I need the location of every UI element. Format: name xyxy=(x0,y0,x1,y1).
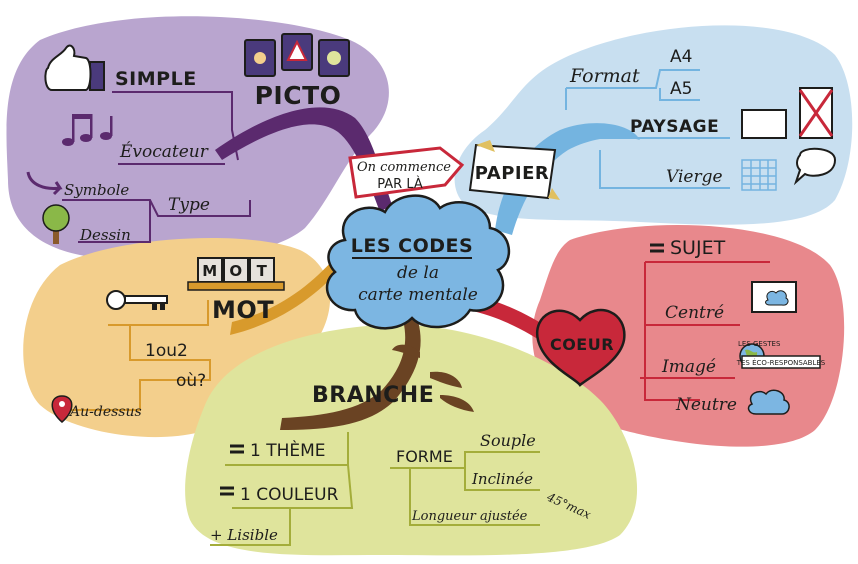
grid-icon xyxy=(741,159,777,191)
purple-branch xyxy=(215,107,392,212)
branche-inclinee: Inclinée xyxy=(471,470,533,488)
branche-longueur: Longueur ajustée xyxy=(411,509,528,524)
papier-group: PAPIER Format A4 A5 PAYSAGE Vierge xyxy=(468,47,837,200)
mot-ou: où? xyxy=(176,371,206,391)
coeur-centre: Centré xyxy=(665,303,724,323)
mot-tile-2: O xyxy=(229,262,242,280)
branche-souple: Souple xyxy=(480,431,536,450)
coeur-image: Imagé xyxy=(661,357,716,377)
branche-forme: FORME xyxy=(396,447,453,466)
neutral-cloud-icon xyxy=(747,389,790,415)
picto-title: PICTO xyxy=(255,81,342,110)
papier-format: Format xyxy=(569,65,640,87)
start-sign-line1: On commence xyxy=(357,160,451,175)
papier-vierge: Vierge xyxy=(666,167,723,187)
branche-zone xyxy=(185,324,638,556)
coeur-group: COEUR SUJET Centré Imagé LES GESTES TES … xyxy=(535,237,826,415)
papier-zone xyxy=(454,25,853,225)
portrait-crossed-icon xyxy=(798,87,834,139)
picto-symbole: Symbole xyxy=(64,181,129,199)
center-title: LES CODES xyxy=(351,235,473,257)
heart-icon xyxy=(535,308,626,387)
papier-a5: A5 xyxy=(670,79,692,99)
coeur-zone xyxy=(532,225,845,447)
mot-group: M O T MOT 1ou2 où? Au-dessus xyxy=(51,257,285,423)
papier-sign: PAPIER xyxy=(468,140,560,200)
mot-tile-1: M xyxy=(202,262,217,280)
brown-branch xyxy=(280,300,421,430)
picto-evocateur: Évocateur xyxy=(119,141,209,162)
orange-branch xyxy=(230,258,345,335)
papier-a4: A4 xyxy=(670,47,692,67)
picto-group: PICTO SIMPLE Évocateur Symbole Type xyxy=(26,33,350,244)
coeur-sujet: SUJET xyxy=(670,237,726,259)
branche-title: BRANCHE xyxy=(312,383,434,408)
start-sign: On commence PAR LÀ xyxy=(348,146,465,199)
equals-icon xyxy=(650,243,664,253)
papier-title: PAPIER xyxy=(475,163,550,184)
coeur-neutre: Neutre xyxy=(675,395,737,415)
music-notes-icon xyxy=(62,114,113,146)
tree-icon xyxy=(42,204,70,244)
equals-icon xyxy=(230,444,244,454)
mot-au-dessus: Au-dessus xyxy=(68,404,142,420)
branche-lisible: + Lisible xyxy=(210,526,278,544)
center-cloud: LES CODES de la carte mentale xyxy=(325,194,511,330)
mot-tiles-icon: M O T xyxy=(187,257,285,291)
branche-group: BRANCHE 1 THÈME 1 COULEUR + Lisible FORM… xyxy=(210,383,593,546)
map-pin-icon xyxy=(51,395,73,423)
arrow-icon xyxy=(26,171,63,196)
picto-type: Type xyxy=(168,195,210,215)
centered-cloud-icon xyxy=(751,281,797,313)
landscape-sheet-icon xyxy=(741,109,787,139)
key-icon xyxy=(106,290,168,310)
branche-theme: 1 THÈME xyxy=(250,439,326,461)
coeur-badge-top: LES GESTES xyxy=(738,340,781,348)
picto-cards-icon xyxy=(244,33,350,77)
coeur-title: COEUR xyxy=(550,335,614,354)
start-sign-line2: PAR LÀ xyxy=(377,176,423,192)
speech-bubble-icon xyxy=(793,147,837,186)
thumbs-up-icon xyxy=(44,44,105,91)
picto-simple: SIMPLE xyxy=(115,68,197,90)
mot-title: MOT xyxy=(212,296,274,324)
branche-couleur: 1 COULEUR xyxy=(240,485,339,505)
sprout-leaf xyxy=(392,344,474,412)
papier-paysage: PAYSAGE xyxy=(630,117,719,137)
equals-icon xyxy=(220,486,234,496)
center-line2: de la xyxy=(397,263,439,283)
mot-tile-3: T xyxy=(257,262,268,280)
picto-dessin: Dessin xyxy=(79,226,131,244)
center-line3: carte mentale xyxy=(358,285,478,305)
mot-un-ou-deux: 1ou2 xyxy=(145,341,188,361)
coeur-badge-main: TES ÉCO-RESPONSABLES xyxy=(736,358,826,367)
